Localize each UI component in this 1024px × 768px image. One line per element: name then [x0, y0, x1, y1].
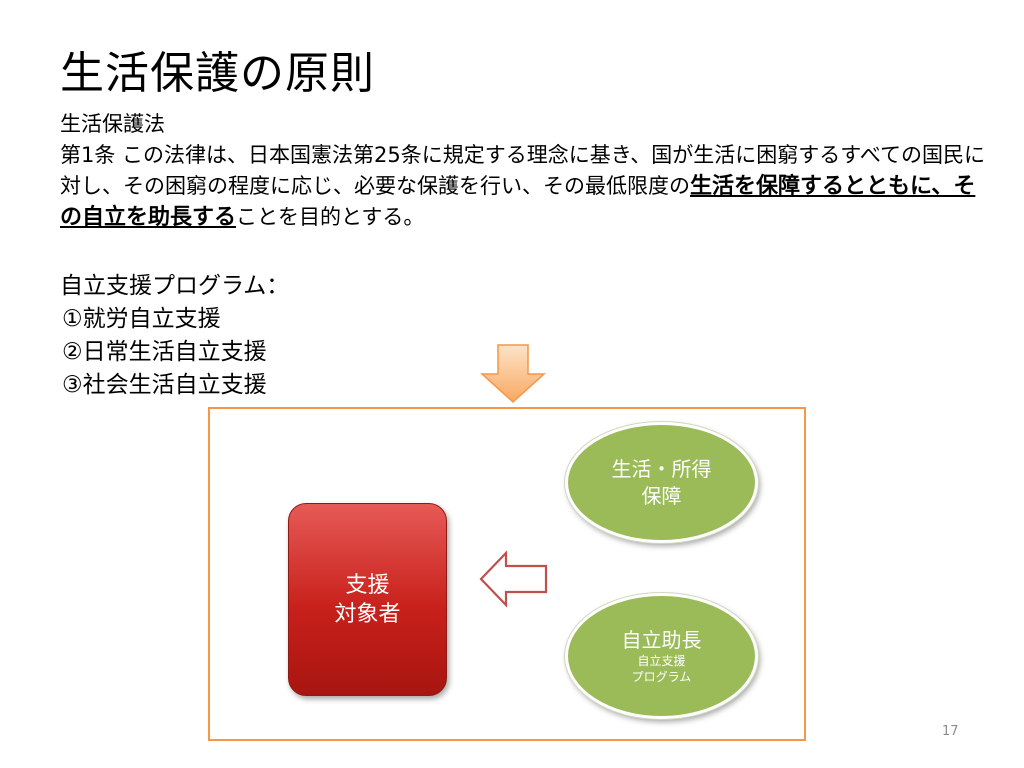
program-list: ①就労自立支援 ②日常生活自立支援 ③社会生活自立支援: [60, 303, 289, 402]
down-arrow-icon: [480, 344, 546, 404]
support-target-line1: 支援: [345, 572, 390, 598]
support-target-line2: 対象者: [334, 601, 401, 627]
left-arrow-icon: [479, 550, 548, 608]
support-target-box: 支援 対象者: [288, 503, 447, 696]
program-item: ①就労自立支援: [62, 306, 221, 332]
article-text: 第1条 この法律は、日本国憲法第25条に規定する理念に基き、国が生活に困窮するす…: [60, 140, 990, 233]
circle-bottom-sub2: プログラム: [631, 670, 692, 684]
livelihood-income-circle: 生活・所得 保障: [565, 422, 758, 543]
circle-bottom-main: 自立助長: [621, 628, 702, 652]
article-emphasis: 生活を保障するとともに、その自立を助長する: [60, 174, 976, 230]
program-item: ②日常生活自立支援: [62, 339, 267, 365]
law-name: 生活保護法: [60, 112, 165, 136]
law-block: 生活保護法 第1条 この法律は、日本国憲法第25条に規定する理念に基き、国が生活…: [60, 109, 990, 233]
page-number: 17: [942, 724, 959, 739]
program-heading: 自立支援プログラム：: [60, 273, 290, 299]
circle-top-line1: 生活・所得: [611, 456, 712, 481]
circle-bottom-sub1: 自立支援: [637, 654, 686, 668]
article-text-after: ことを目的とする。: [236, 205, 425, 229]
self-reliance-circle: 自立助長 自立支援 プログラム: [565, 593, 758, 719]
slide-title: 生活保護の原則: [60, 48, 375, 99]
article-text-before: 第1条 この法律は、日本国憲法第25条に規定する理念に基き、国が生活に困窮するす…: [60, 143, 985, 198]
program-block: 自立支援プログラム： ①就労自立支援 ②日常生活自立支援 ③社会生活自立支援: [60, 270, 289, 402]
program-item: ③社会生活自立支援: [62, 372, 267, 398]
circle-top-line2: 保障: [641, 483, 682, 508]
diagram-frame: [208, 407, 806, 741]
